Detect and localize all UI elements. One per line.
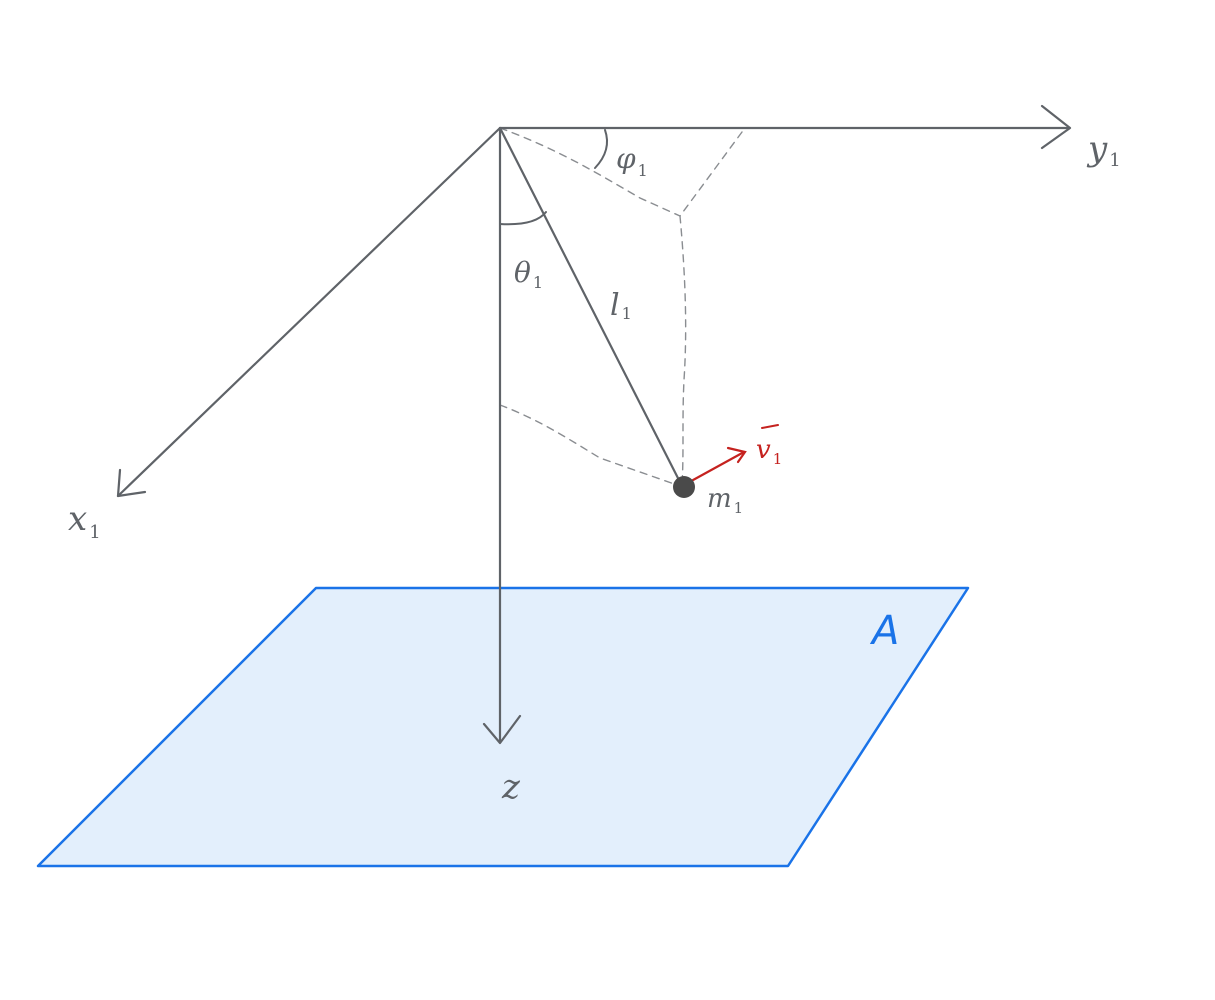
plane-label: A	[869, 608, 899, 654]
projection-line-vertical	[679, 215, 687, 487]
x-axis-arrowhead	[116, 468, 147, 498]
projection-line-to-y-axis	[679, 131, 743, 217]
phi-angle-arc	[594, 129, 608, 169]
projection-line-from-z-axis	[499, 404, 681, 487]
velocity-vector	[682, 450, 746, 487]
x-axis	[116, 126, 502, 498]
z-axis-label: z	[501, 767, 521, 807]
velocity-arrowhead	[726, 446, 747, 464]
theta-angle-arc	[499, 211, 547, 226]
velocity-label-arrow-bar	[761, 424, 779, 429]
axes	[116, 104, 1072, 745]
mass-bob	[673, 476, 695, 498]
projection-line-horizontal	[499, 127, 681, 217]
construction-lines	[499, 127, 743, 487]
pendulum-rod	[498, 126, 684, 488]
z-axis-arrowhead	[482, 714, 522, 745]
y-axis-arrowhead	[1040, 104, 1072, 150]
plane-a	[36, 586, 970, 868]
